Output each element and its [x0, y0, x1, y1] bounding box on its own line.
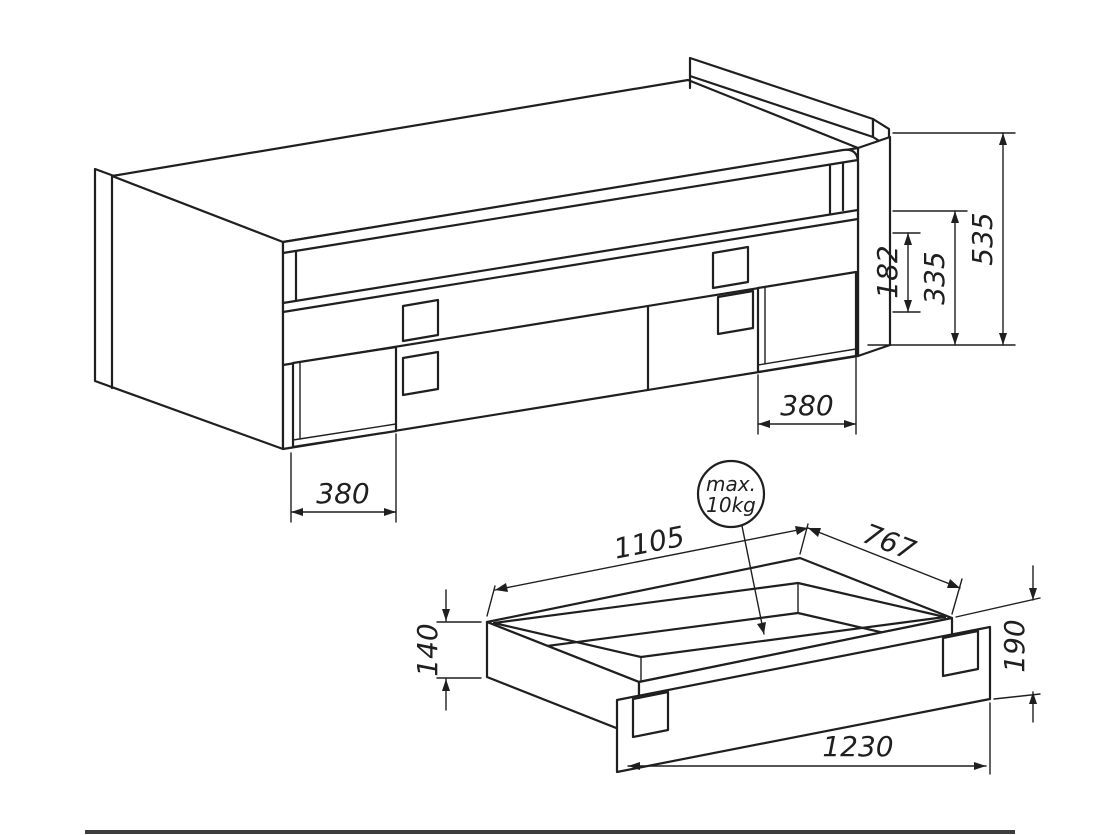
- dim-label-380-left: 380: [316, 477, 369, 510]
- bed-right-compartment: [756, 270, 858, 374]
- dimension-1230: 1230: [627, 702, 991, 775]
- bed-trundle-top-line: [281, 217, 860, 314]
- dimension-140: 140: [411, 589, 482, 711]
- image-bottom-edge: [85, 830, 1015, 834]
- arrowhead: [951, 333, 959, 345]
- dim-label-1230: 1230: [822, 730, 893, 763]
- drawer-bracket-right: [941, 629, 980, 678]
- max-load-leader-line: [741, 525, 765, 635]
- dim-label-535: 535: [966, 212, 999, 265]
- arrowhead: [974, 762, 986, 770]
- arrowhead: [757, 622, 766, 634]
- arrowhead: [808, 528, 821, 537]
- arrowhead: [442, 609, 450, 621]
- drawer-drawing: [485, 556, 992, 774]
- arrowhead: [844, 420, 856, 428]
- arrowhead: [999, 133, 1007, 145]
- arrowhead: [442, 679, 450, 691]
- drawer-front-panel: [615, 625, 992, 774]
- bed-handle-upper-right: [711, 245, 750, 290]
- bed-handle-lower-right: [716, 289, 755, 336]
- bed-handle-upper-left: [401, 298, 440, 343]
- arrowhead: [951, 211, 959, 223]
- max-load-text-line2: 10kg: [706, 493, 756, 517]
- bed-right-compartment-opening: [756, 270, 858, 374]
- bed-mattress-edge-line: [281, 158, 860, 255]
- arrowhead: [904, 233, 912, 245]
- arrowhead: [904, 300, 912, 312]
- bed-left-compartment: [291, 345, 398, 449]
- dim-label-140: 140: [411, 623, 444, 676]
- dim-line-1105: [494, 527, 809, 591]
- arrowhead: [291, 508, 303, 516]
- bed-height-dimensions: 182 335 535: [867, 132, 1016, 346]
- dimension-535: 535: [966, 132, 1007, 346]
- dimension-380-left: 380: [290, 433, 397, 523]
- arrowhead: [795, 526, 808, 535]
- arrowhead: [999, 333, 1007, 345]
- arrowhead: [947, 579, 960, 588]
- arrowhead: [1029, 588, 1037, 600]
- dim-label-380-right: 380: [780, 389, 833, 422]
- dimension-380-right: 380: [757, 357, 857, 435]
- bed-left-compartment-floor-line: [292, 423, 397, 441]
- dim-label-190: 190: [998, 619, 1031, 672]
- ext-line: [486, 585, 496, 617]
- ext-line: [951, 578, 963, 615]
- arrowhead: [628, 762, 640, 770]
- max-load-callout: max. 10kg: [696, 459, 766, 635]
- bed-left-compartment-opening: [291, 345, 398, 449]
- bed-width-dimensions: 380 380: [290, 357, 857, 523]
- arrowhead: [495, 583, 508, 592]
- dim-label-182: 182: [871, 245, 904, 298]
- dim-line-767: [807, 527, 961, 589]
- arrowhead: [1029, 692, 1037, 704]
- arrowhead: [384, 508, 396, 516]
- bed-slot-bottom-line: [281, 208, 860, 305]
- dimension-182: 182: [871, 232, 912, 313]
- bed-handle-lower-left: [401, 350, 440, 397]
- max-load-circle: [696, 459, 766, 529]
- ext-line: [799, 523, 809, 555]
- dim-label-767: 767: [859, 517, 921, 567]
- dimension-335: 335: [918, 210, 959, 346]
- arrowhead: [758, 420, 770, 428]
- dim-label-335: 335: [918, 251, 951, 304]
- drawer-bracket-left: [631, 690, 670, 739]
- dim-label-1105: 1105: [611, 520, 687, 566]
- max-load-text-line1: max.: [706, 472, 756, 496]
- bed-drawing: [93, 56, 892, 451]
- bed-right-compartment-floor-line: [757, 348, 857, 366]
- ext-line: [955, 597, 1041, 618]
- dimension-190: 190: [955, 565, 1041, 723]
